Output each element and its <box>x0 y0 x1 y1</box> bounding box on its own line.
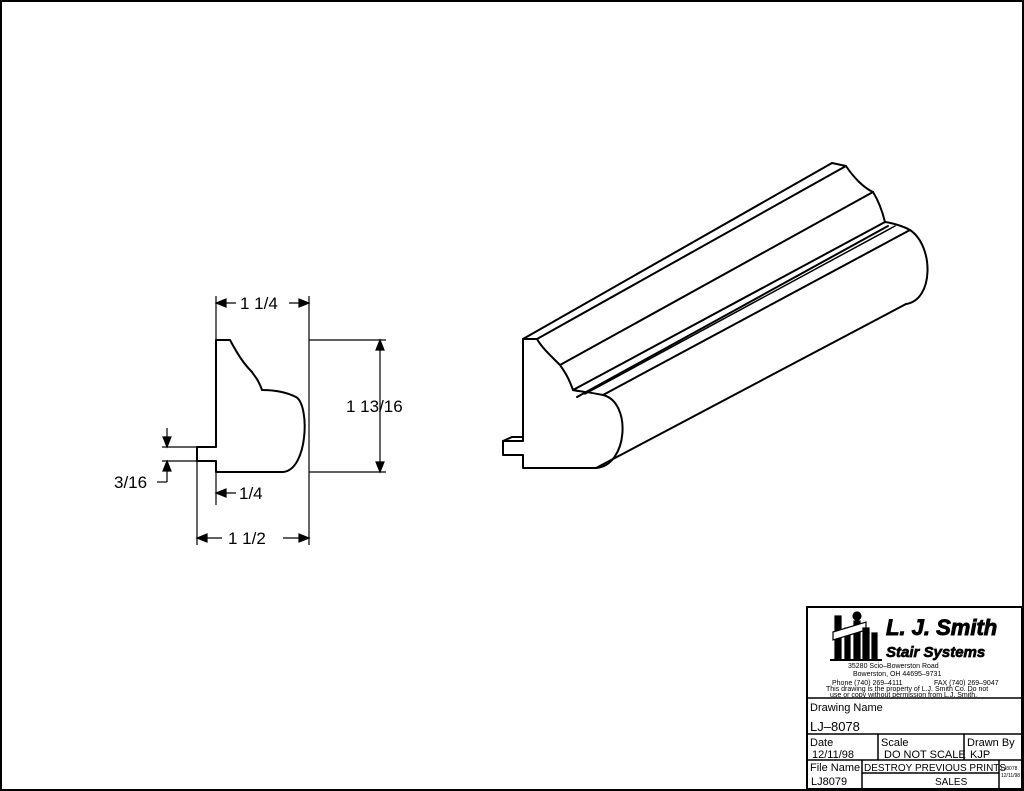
dim-bottom-width: 1 1/2 <box>228 529 266 548</box>
dim-lip-width: 1/4 <box>239 484 263 503</box>
isometric-view <box>502 162 929 469</box>
stair-logo-icon <box>830 611 882 661</box>
file-name-value: LJ8079 <box>811 776 847 788</box>
drawn-by-value: KJP <box>970 749 990 761</box>
address-line1: 35280 Scio–Bowerston Road <box>848 663 939 670</box>
profile-section <box>196 339 306 473</box>
ownership-notice-2: use or copy without permission from L.J.… <box>830 692 977 699</box>
company-subtitle: Stair Systems <box>886 644 985 661</box>
ownership-notice-1: This drawing is the property of L.J. Smi… <box>826 686 988 693</box>
drawing-name-value: LJ–8078 <box>810 719 860 734</box>
file-name-label: File Name <box>810 762 860 774</box>
destroy-prints-note: DESTROY PREVIOUS PRINTS <box>864 763 1006 774</box>
scale-value: DO NOT SCALE <box>884 749 966 761</box>
company-name: L. J. Smith <box>886 615 997 640</box>
dim-top-width: 1 1/4 <box>240 294 278 313</box>
drawing-name-label: Drawing Name <box>810 702 883 714</box>
fax-number: FAX (740) 269–9047 <box>934 680 999 687</box>
title-block: L. J. Smith Stair Systems 35280 Scio–Bow… <box>806 606 1023 790</box>
revision-stamp-2: 12/11/98 <box>1001 773 1020 779</box>
date-label: Date <box>810 737 833 749</box>
phone-number: Phone (740) 269–4111 <box>832 680 903 687</box>
address-line2: Bowerston, OH 44695–9731 <box>853 671 941 678</box>
drawn-by-label: Drawn By <box>967 737 1015 749</box>
revision-stamp-1: LJ8078 <box>1001 766 1018 772</box>
scale-label: Scale <box>881 737 909 749</box>
dim-lip-height: 3/16 <box>114 473 147 492</box>
profile-outline <box>196 339 306 473</box>
dimension-lines <box>157 296 386 545</box>
sales-label: SALES <box>935 777 968 788</box>
date-value: 12/11/98 <box>812 749 854 761</box>
dim-height: 1 13/16 <box>346 397 403 416</box>
